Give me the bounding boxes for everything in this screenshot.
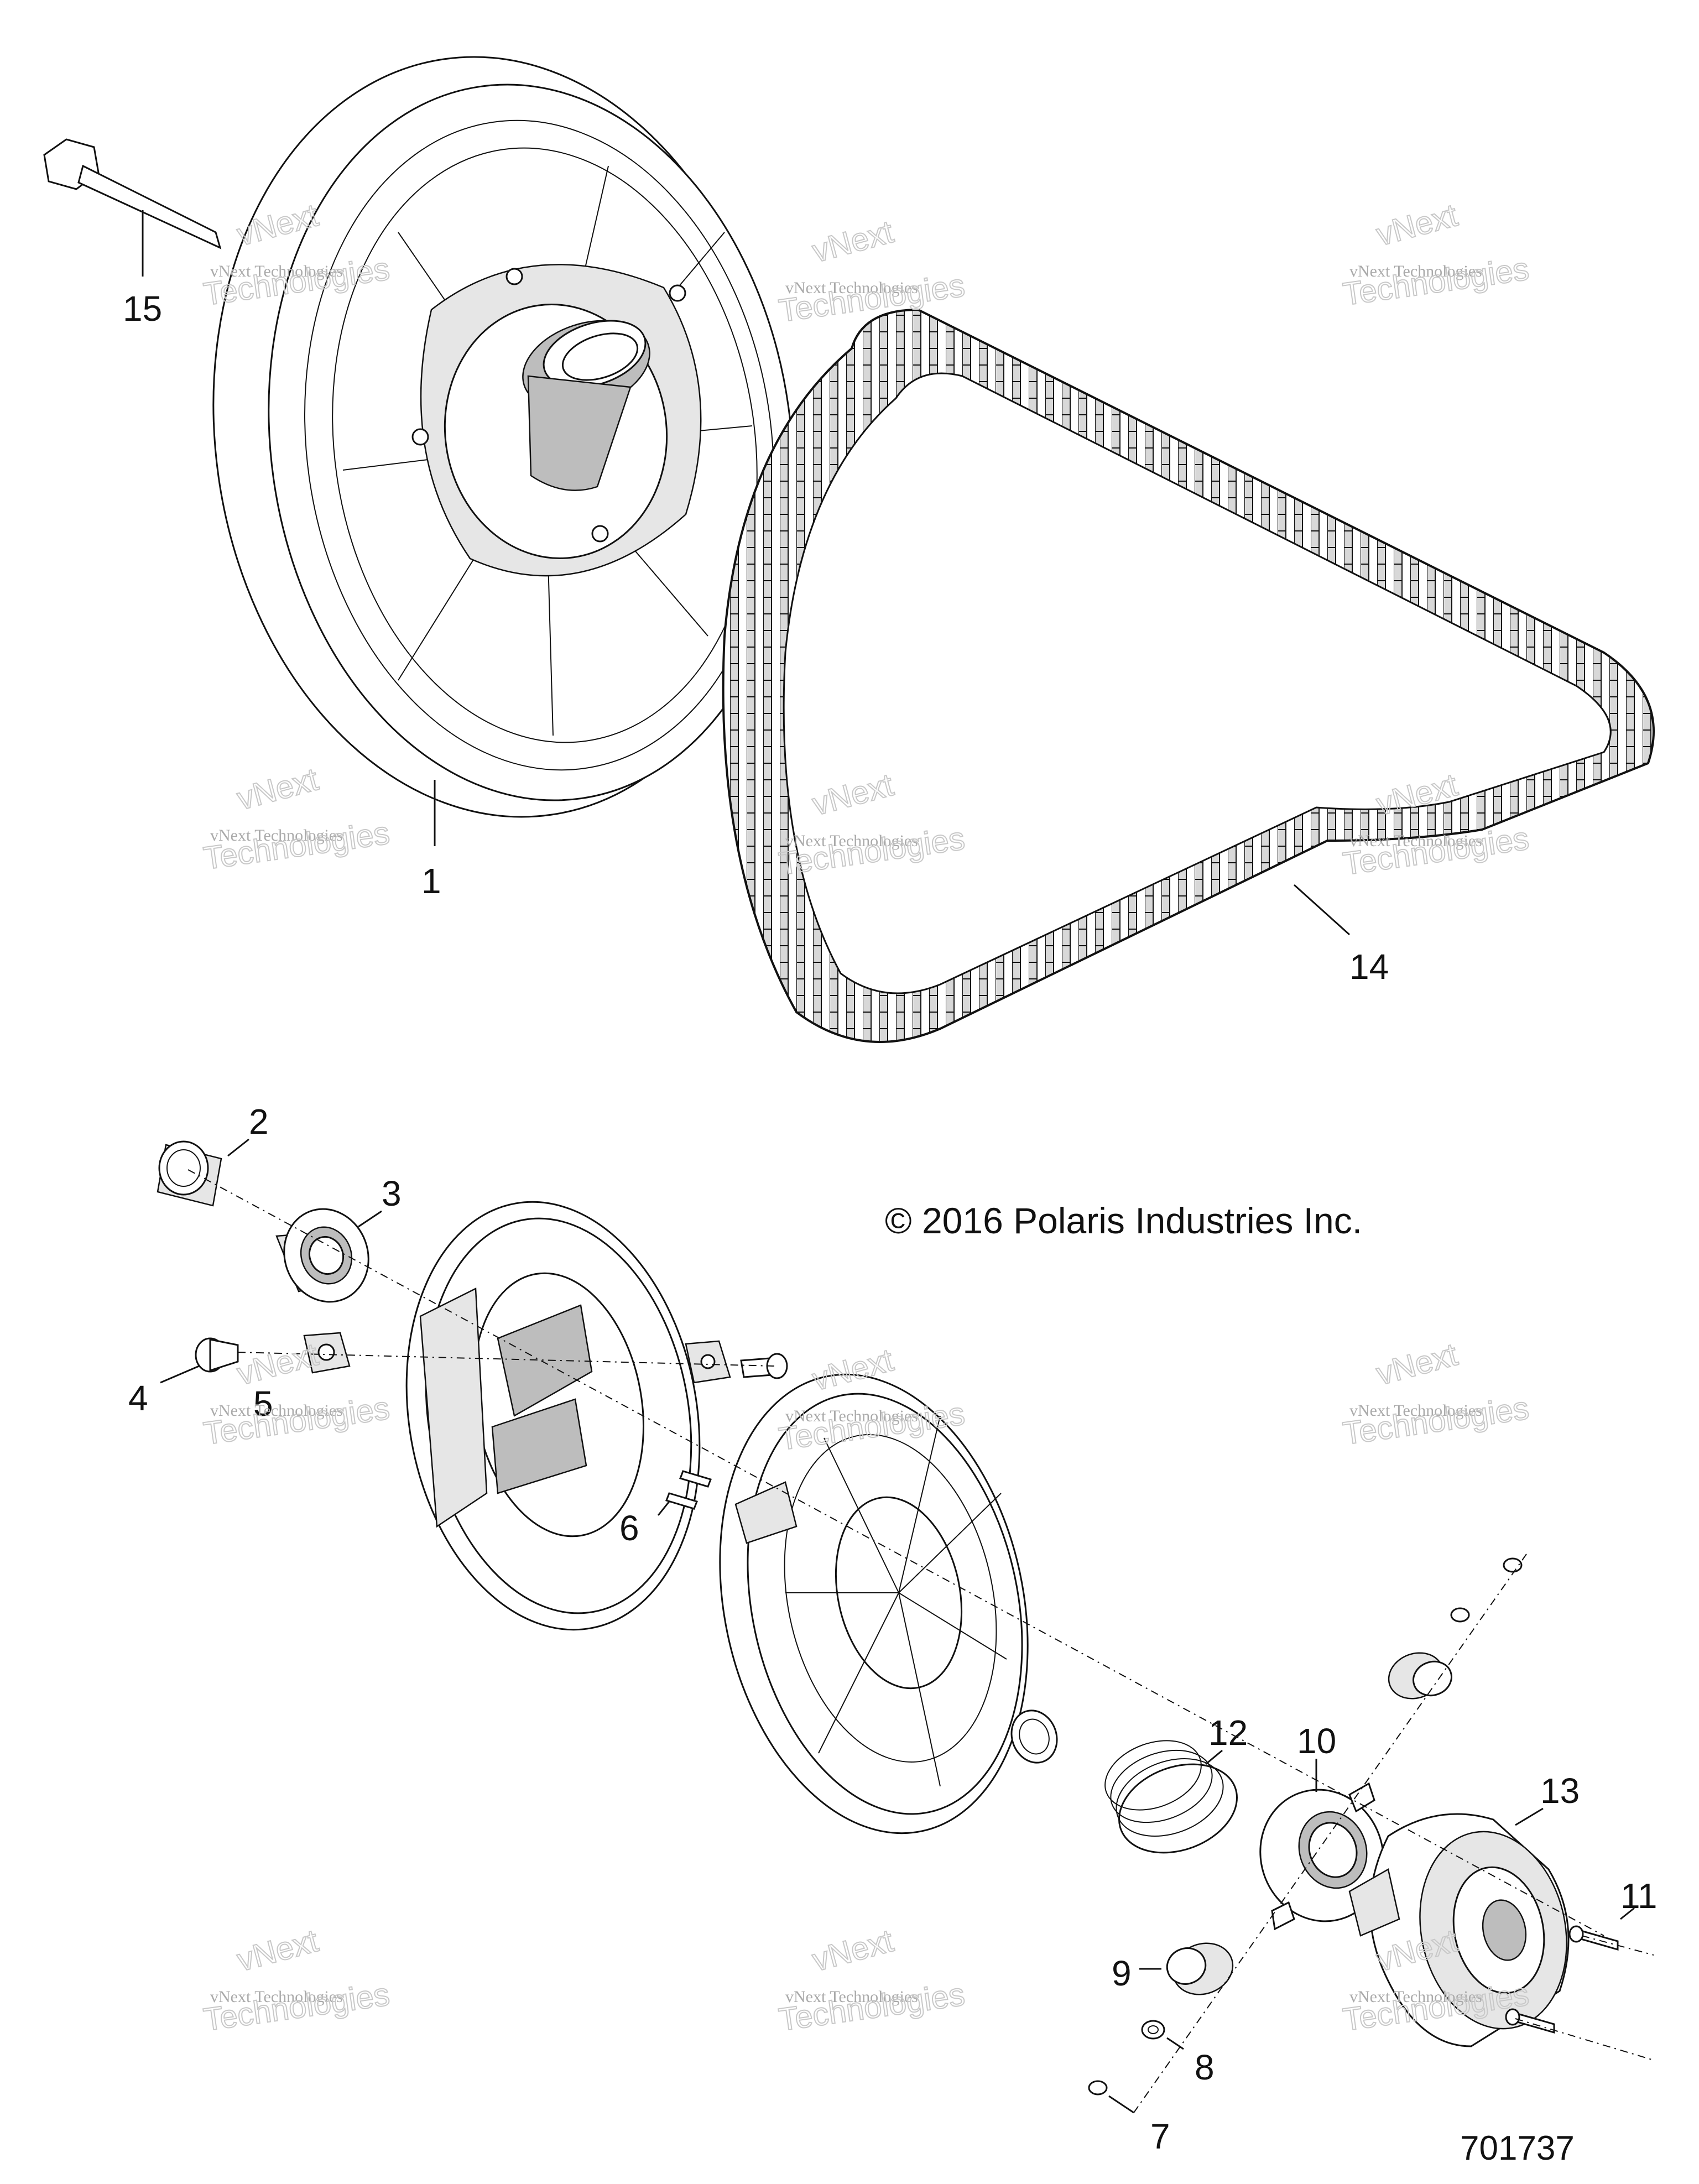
- svg-text:vNext Technologies: vNext Technologies: [785, 1988, 918, 2006]
- svg-text:vNext Technologies: vNext Technologies: [1349, 832, 1482, 850]
- callout-15: 15: [123, 289, 162, 329]
- washer-part-8: [1141, 2020, 1184, 2050]
- pin-part-4: [160, 1337, 239, 1384]
- watermark: vNext vNext Technologies Technologies: [776, 1922, 967, 2039]
- copyright-text: © 2016 Polaris Industries Inc.: [885, 1200, 1362, 1241]
- spring-part-12: [1104, 1740, 1238, 1854]
- callout-14: 14: [1349, 947, 1389, 987]
- svg-text:vNext Technologies: vNext Technologies: [785, 279, 918, 297]
- stationary-sheave: [719, 1373, 1029, 1834]
- callout-12: 12: [1208, 1713, 1248, 1753]
- callout-labels: 1 2 3 4 5 6 7 8 9 10 11 12 13 14 15: [123, 289, 1657, 2156]
- roller-part-9: [1139, 1942, 1234, 1995]
- svg-text:Technologies: Technologies: [201, 1390, 392, 1451]
- svg-text:vNext Technologies: vNext Technologies: [1349, 1988, 1482, 2006]
- retainer-ring: [1010, 1709, 1058, 1764]
- callout-5: 5: [253, 1384, 273, 1424]
- pins-part-6: [657, 1470, 712, 1516]
- callout-7: 7: [1150, 2117, 1170, 2156]
- moveable-sheave: [405, 1201, 701, 1631]
- svg-text:vNext: vNext: [233, 761, 322, 817]
- svg-text:vNext Technologies: vNext Technologies: [785, 832, 918, 850]
- shoe-part-5: [303, 1332, 788, 1384]
- svg-text:Technologies: Technologies: [201, 815, 392, 876]
- svg-text:Technologies: Technologies: [776, 1976, 967, 2037]
- watermark: vNext vNext Technologies Technologies: [1340, 1336, 1531, 1452]
- helix-cover-part-13: [1348, 1807, 1570, 2047]
- callout-13: 13: [1540, 1771, 1580, 1811]
- watermark: vNext vNext Technologies Technologies: [201, 1922, 392, 2039]
- callout-2: 2: [249, 1102, 269, 1141]
- assembly-axis-lines: [187, 1169, 1654, 2113]
- svg-text:vNext Technologies: vNext Technologies: [210, 826, 343, 845]
- svg-text:vNext Technologies: vNext Technologies: [210, 262, 343, 280]
- svg-text:vNext: vNext: [809, 213, 897, 269]
- callout-10: 10: [1297, 1721, 1336, 1761]
- drive-belt-part-14: [722, 308, 1655, 1043]
- svg-text:vNext: vNext: [233, 1922, 322, 1978]
- callout-11: 11: [1620, 1876, 1657, 1916]
- callout-8: 8: [1195, 2047, 1215, 2087]
- svg-text:vNext Technologies: vNext Technologies: [1349, 262, 1482, 280]
- callout-6: 6: [619, 1508, 639, 1548]
- svg-text:vNext Technologies: vNext Technologies: [785, 1407, 918, 1425]
- callout-9: 9: [1112, 1953, 1132, 1993]
- svg-text:Technologies: Technologies: [1341, 1390, 1531, 1451]
- bolt-part-15: [43, 138, 222, 277]
- svg-text:vNext Technologies: vNext Technologies: [210, 1401, 343, 1420]
- watermark: vNext vNext Technologies Technologies: [201, 760, 392, 877]
- svg-text:vNext: vNext: [233, 1336, 322, 1392]
- bearing-part-3: [275, 1208, 382, 1303]
- screws-part-11: [1505, 1907, 1635, 2034]
- callout-1: 1: [421, 861, 441, 901]
- secondary-sheave-part-1: [212, 56, 794, 846]
- svg-text:vNext: vNext: [1373, 197, 1461, 253]
- watermark: vNext vNext Technologies Technologies: [776, 213, 967, 330]
- roller-upper: [1388, 1557, 1523, 1700]
- callout-3: 3: [382, 1174, 402, 1213]
- bushing-part-2: [157, 1138, 249, 1207]
- svg-text:vNext: vNext: [809, 1922, 897, 1978]
- document-number: 701737: [1460, 2129, 1575, 2167]
- svg-text:Technologies: Technologies: [201, 1976, 392, 2037]
- clip-part-7: [1088, 2080, 1134, 2114]
- svg-text:vNext: vNext: [1373, 1336, 1461, 1392]
- svg-text:Technologies: Technologies: [1341, 251, 1531, 312]
- svg-text:vNext Technologies: vNext Technologies: [1349, 1401, 1482, 1420]
- callout-4: 4: [128, 1378, 148, 1418]
- svg-text:vNext Technologies: vNext Technologies: [210, 1988, 343, 2006]
- watermark: vNext vNext Technologies Technologies: [1340, 196, 1531, 313]
